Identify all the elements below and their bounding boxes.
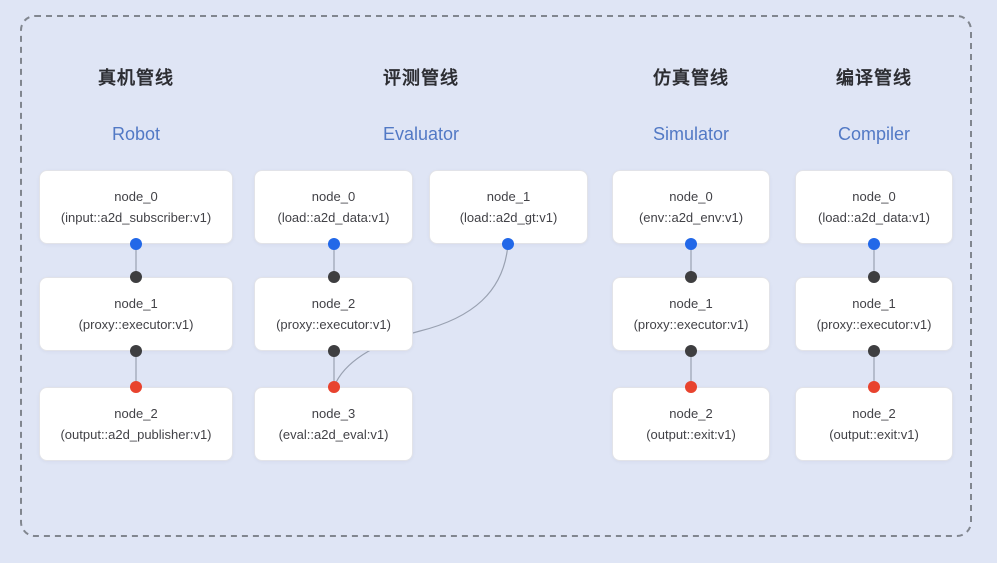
node-name: node_2 (311, 296, 356, 311)
node-box-robot-1: node_1 (proxy::executor:v1) (39, 277, 233, 351)
node-type: (proxy::executor:v1) (78, 317, 194, 332)
output-port-dot-blue (328, 238, 340, 250)
output-port-dot-blue (685, 238, 697, 250)
node-box-simulator-2: node_2 (output::exit:v1) (612, 387, 770, 461)
output-port-dot-black (685, 345, 697, 357)
node-type: (proxy::executor:v1) (816, 317, 932, 332)
node-box-compiler-2: node_2 (output::exit:v1) (795, 387, 953, 461)
node-box-robot-0: node_0 (input::a2d_subscriber:v1) (39, 170, 233, 244)
edge-eval-1-3-curved (333, 243, 509, 388)
node-name: node_1 (852, 296, 896, 311)
output-port-dot-blue (502, 238, 514, 250)
node-box-robot-2: node_2 (output::a2d_publisher:v1) (39, 387, 233, 461)
pipeline-subtitle-en-simulator: Simulator (652, 124, 730, 144)
input-port-dot-red (868, 381, 880, 393)
node-name: node_1 (114, 296, 158, 311)
pipeline-subtitle-en-robot: Robot (111, 124, 161, 144)
dashed-frame (20, 15, 972, 537)
node-name: node_2 (669, 406, 713, 421)
node-type: (load::a2d_gt:v1) (459, 210, 558, 225)
input-port-dot-black (685, 271, 697, 283)
node-type: (eval::a2d_eval:v1) (278, 427, 389, 442)
pipeline-subtitle-en-evaluator: Evaluator (382, 124, 460, 144)
node-type: (proxy::executor:v1) (276, 317, 391, 332)
pipeline-title-zh-robot: 真机管线 (98, 68, 174, 88)
input-port-dot-red (130, 381, 142, 393)
pipeline-title-zh-simulator: 仿真管线 (653, 68, 729, 88)
node-box-compiler-1: node_1 (proxy::executor:v1) (795, 277, 953, 351)
node-type: (env::a2d_env:v1) (638, 210, 744, 225)
pipeline-title-zh-compiler: 编译管线 (836, 68, 912, 88)
output-port-dot-blue (130, 238, 142, 250)
output-port-dot-black (130, 345, 142, 357)
output-port-dot-black (868, 345, 880, 357)
node-name: node_1 (486, 189, 531, 204)
node-type: (output::exit:v1) (646, 427, 736, 442)
node-type: (output::exit:v1) (829, 427, 919, 442)
node-name: node_0 (669, 189, 713, 204)
node-name: node_2 (852, 406, 896, 421)
input-port-dot-black (328, 271, 340, 283)
node-name: node_0 (311, 189, 356, 204)
pipeline-subtitle-en-compiler: Compiler (837, 124, 911, 144)
node-name: node_1 (669, 296, 713, 311)
node-box-evaluator-0: node_0 (load::a2d_data:v1) (254, 170, 413, 244)
node-name: node_0 (114, 189, 158, 204)
node-box-evaluator-2: node_2 (proxy::executor:v1) (254, 277, 413, 351)
node-name: node_2 (114, 406, 158, 421)
node-type: (proxy::executor:v1) (633, 317, 749, 332)
input-port-dot-black (868, 271, 880, 283)
node-type: (load::a2d_data:v1) (277, 210, 390, 225)
node-box-evaluator-3: node_3 (eval::a2d_eval:v1) (254, 387, 413, 461)
output-port-dot-black (328, 345, 340, 357)
node-box-simulator-0: node_0 (env::a2d_env:v1) (612, 170, 770, 244)
node-type: (input::a2d_subscriber:v1) (60, 210, 212, 225)
node-name: node_0 (852, 189, 896, 204)
output-port-dot-blue (868, 238, 880, 250)
input-port-dot-red (685, 381, 697, 393)
node-box-simulator-1: node_1 (proxy::executor:v1) (612, 277, 770, 351)
pipeline-title-zh-evaluator: 评测管线 (383, 68, 459, 88)
node-type: (load::a2d_data:v1) (817, 210, 931, 225)
input-port-dot-red (328, 381, 340, 393)
node-box-compiler-0: node_0 (load::a2d_data:v1) (795, 170, 953, 244)
node-box-evaluator-1: node_1 (load::a2d_gt:v1) (429, 170, 588, 244)
node-type: (output::a2d_publisher:v1) (60, 427, 212, 442)
node-name: node_3 (311, 406, 356, 421)
input-port-dot-black (130, 271, 142, 283)
